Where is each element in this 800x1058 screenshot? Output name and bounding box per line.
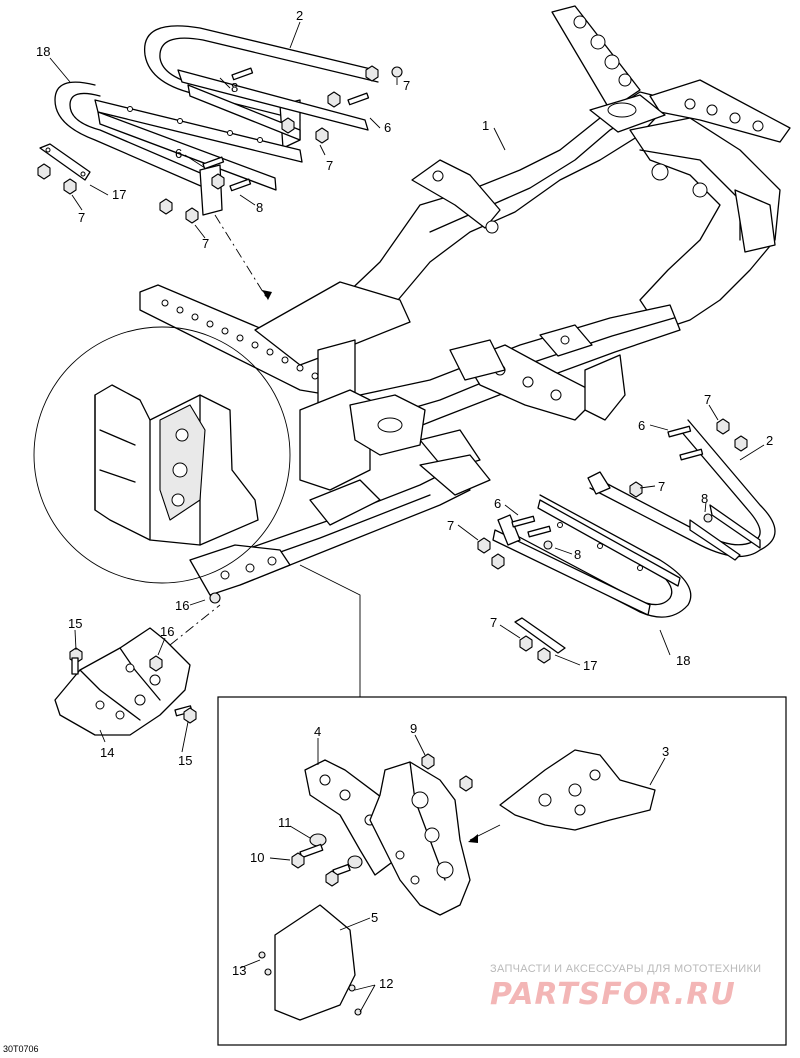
callout-8c: 8 xyxy=(701,491,708,506)
callout-6c: 6 xyxy=(638,418,645,433)
detail-box xyxy=(217,564,787,1046)
callout-3: 3 xyxy=(662,744,669,759)
callout-6b: 6 xyxy=(175,146,182,161)
callout-8b: 8 xyxy=(256,200,263,215)
callout-17b: 17 xyxy=(583,658,597,673)
left-bracket-assembly xyxy=(54,592,221,736)
callout-2b: 2 xyxy=(766,433,773,448)
callout-10: 10 xyxy=(250,850,264,865)
callout-1-2a: 2 xyxy=(296,8,303,23)
callout-12: 12 xyxy=(379,976,393,991)
fasteners-right xyxy=(477,418,748,664)
callout-8a: 8 xyxy=(231,80,238,95)
callout-16a: 16 xyxy=(175,598,189,613)
drawing-code: 30T0706 xyxy=(3,1044,39,1054)
callout-7g: 7 xyxy=(447,518,454,533)
callout-7f: 7 xyxy=(658,479,665,494)
callouts: 2 18 1 8 7 6 7 6 8 17 7 7 2 6 7 7 8 6 8 … xyxy=(36,8,773,991)
callout-18a: 18 xyxy=(36,44,50,59)
callout-1: 1 xyxy=(482,118,489,133)
callout-18b: 18 xyxy=(676,653,690,668)
callout-17a: 17 xyxy=(112,187,126,202)
callout-7a: 7 xyxy=(403,78,410,93)
callout-7c: 7 xyxy=(78,210,85,225)
callout-9: 9 xyxy=(410,721,417,736)
callout-15a: 15 xyxy=(68,616,82,631)
main-frame xyxy=(139,5,791,596)
callout-5: 5 xyxy=(371,910,378,925)
callout-7h: 7 xyxy=(490,615,497,630)
rack-right xyxy=(477,418,776,664)
callout-14: 14 xyxy=(100,745,114,760)
callout-7e: 7 xyxy=(704,392,711,407)
watermark-logo: PARTSFOR.RU xyxy=(490,977,736,1012)
callout-4: 4 xyxy=(314,724,321,739)
detail-circle xyxy=(33,326,291,584)
callout-7d: 7 xyxy=(202,236,209,251)
callout-6a: 6 xyxy=(384,120,391,135)
callout-11: 11 xyxy=(278,815,292,830)
watermark-caption: ЗАПЧАСТИ И АКСЕССУАРЫ ДЛЯ МОТОТЕХНИКИ xyxy=(490,963,761,975)
callout-6d: 6 xyxy=(494,496,501,511)
callout-7b: 7 xyxy=(326,158,333,173)
leader-lines xyxy=(49,21,765,1013)
callout-13: 13 xyxy=(232,963,246,978)
callout-15b: 15 xyxy=(178,753,192,768)
callout-16b: 16 xyxy=(160,624,174,639)
callout-8d: 8 xyxy=(574,547,581,562)
fasteners-top-left xyxy=(37,65,403,224)
rack-top-left xyxy=(37,25,403,301)
